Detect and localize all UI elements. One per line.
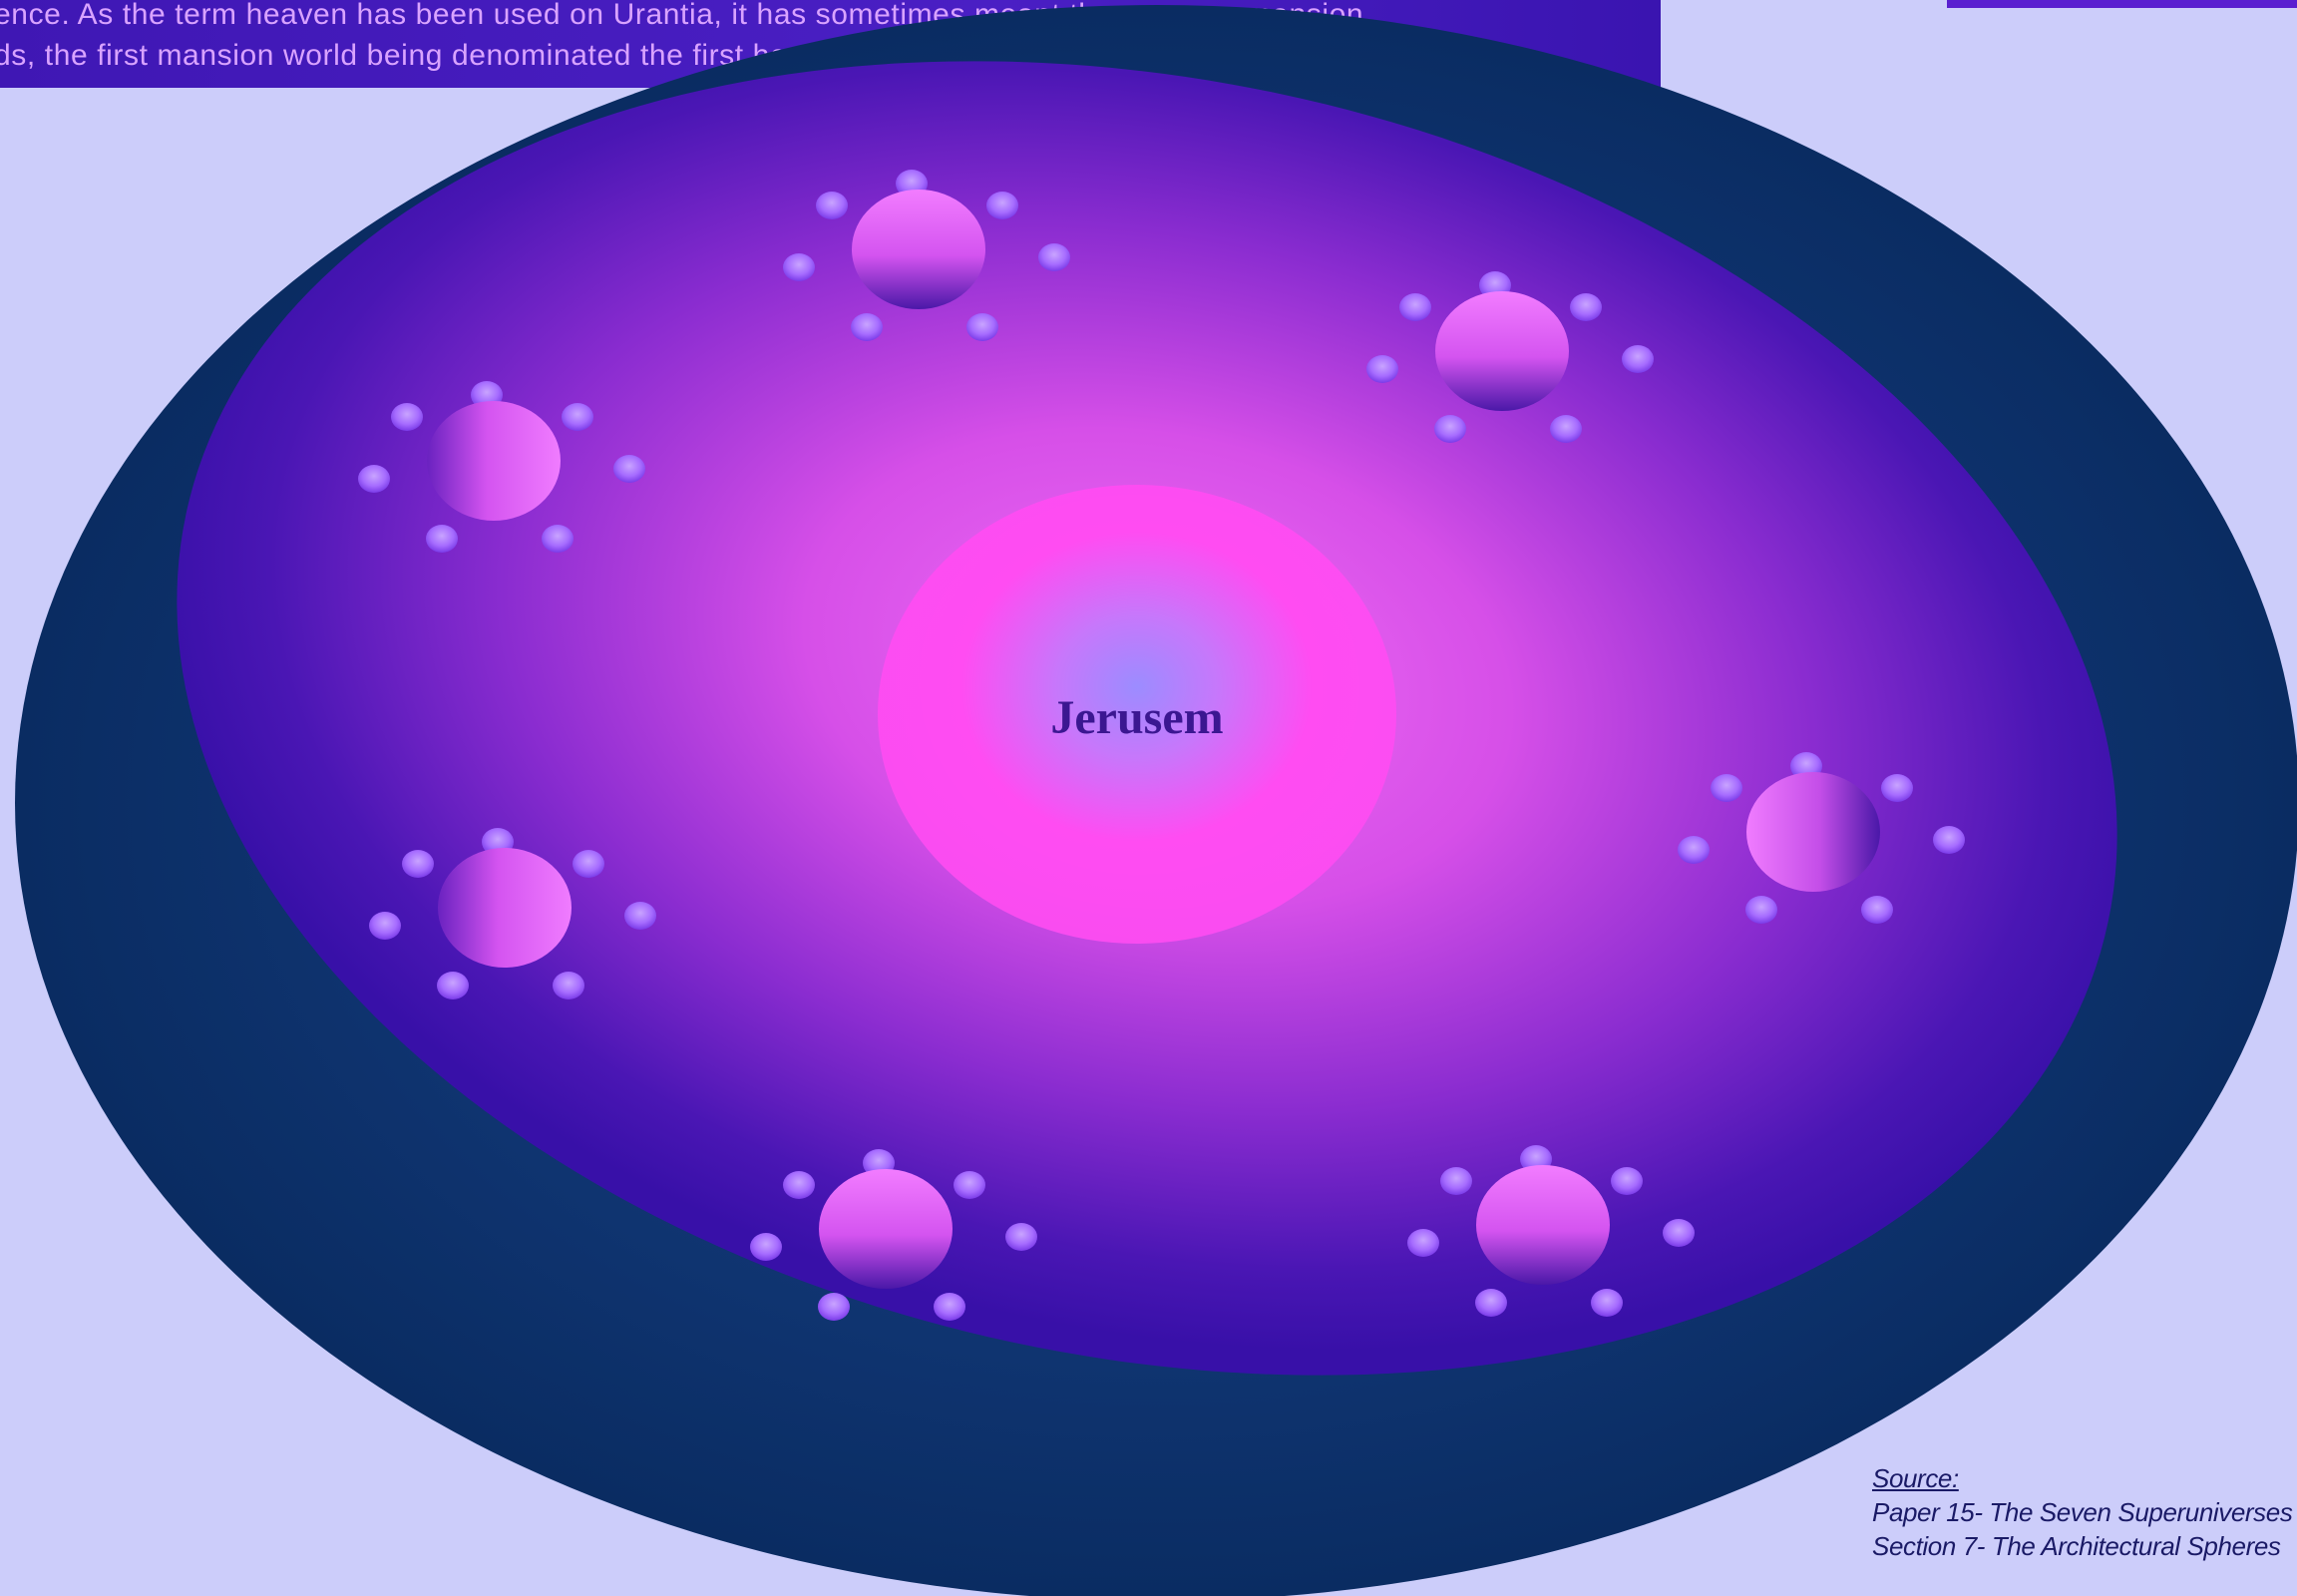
satellite-sphere [437, 972, 469, 999]
satellite-sphere [1038, 243, 1070, 271]
satellite-sphere [783, 253, 815, 281]
satellite-sphere [426, 525, 458, 553]
source-section: Section 7- The Architectural Spheres [1872, 1531, 2281, 1561]
satellite-sphere [1591, 1289, 1623, 1317]
mansion-world-sphere [1746, 772, 1880, 892]
jerusem-core [878, 485, 1396, 944]
satellite-sphere [613, 455, 645, 483]
mansion-worlds [358, 170, 1965, 1321]
satellite-sphere [750, 1233, 782, 1261]
satellite-sphere [1475, 1289, 1507, 1317]
satellite-sphere [1440, 1167, 1472, 1195]
satellite-sphere [966, 313, 998, 341]
mansion-world-sphere [427, 401, 561, 521]
satellite-sphere [1434, 415, 1466, 443]
satellite-sphere [1611, 1167, 1643, 1195]
source-citation: Source: Paper 15- The Seven Superunivers… [1872, 1461, 2297, 1563]
mansion-world-7 [1407, 1145, 1695, 1317]
satellite-sphere [986, 192, 1018, 219]
satellite-sphere [1366, 355, 1398, 383]
mansion-world-sphere [1435, 291, 1569, 411]
satellite-sphere [1861, 896, 1893, 924]
satellite-sphere [1622, 345, 1654, 373]
mansion-world-4 [1678, 752, 1965, 924]
corner-bar [1947, 0, 2297, 8]
satellite-sphere [1711, 774, 1742, 802]
satellite-sphere [1745, 896, 1777, 924]
satellite-sphere [1933, 826, 1965, 854]
satellite-sphere [818, 1293, 850, 1321]
satellite-sphere [624, 902, 656, 930]
satellite-sphere [1550, 415, 1582, 443]
satellite-sphere [391, 403, 423, 431]
mansion-world-3 [358, 381, 645, 553]
source-label: Source: [1872, 1463, 1959, 1493]
source-paper: Paper 15- The Seven Superuniverses [1872, 1497, 2293, 1527]
satellite-sphere [573, 850, 604, 878]
jerusem-label: Jerusem [1050, 691, 1223, 744]
satellite-sphere [1407, 1229, 1439, 1257]
satellite-sphere [1663, 1219, 1695, 1247]
mansion-world-sphere [819, 1169, 953, 1289]
mansion-world-6 [750, 1149, 1037, 1321]
satellite-sphere [542, 525, 574, 553]
mansion-world-sphere [438, 848, 572, 968]
satellite-sphere [1399, 293, 1431, 321]
satellite-sphere [369, 912, 401, 940]
satellite-sphere [954, 1171, 985, 1199]
satellite-sphere [1005, 1223, 1037, 1251]
satellite-sphere [562, 403, 593, 431]
satellite-sphere [358, 465, 390, 493]
satellite-sphere [783, 1171, 815, 1199]
satellite-sphere [934, 1293, 965, 1321]
mansion-world-sphere [1476, 1165, 1610, 1285]
satellite-sphere [851, 313, 883, 341]
mansion-world-1 [783, 170, 1070, 341]
satellite-sphere [402, 850, 434, 878]
satellite-sphere [1881, 774, 1913, 802]
satellite-sphere [1570, 293, 1602, 321]
mansion-world-2 [1366, 271, 1654, 443]
satellite-sphere [553, 972, 584, 999]
mansion-world-5 [369, 828, 656, 999]
satellite-sphere [1678, 836, 1710, 864]
mansion-world-sphere [852, 190, 985, 309]
satellite-sphere [816, 192, 848, 219]
